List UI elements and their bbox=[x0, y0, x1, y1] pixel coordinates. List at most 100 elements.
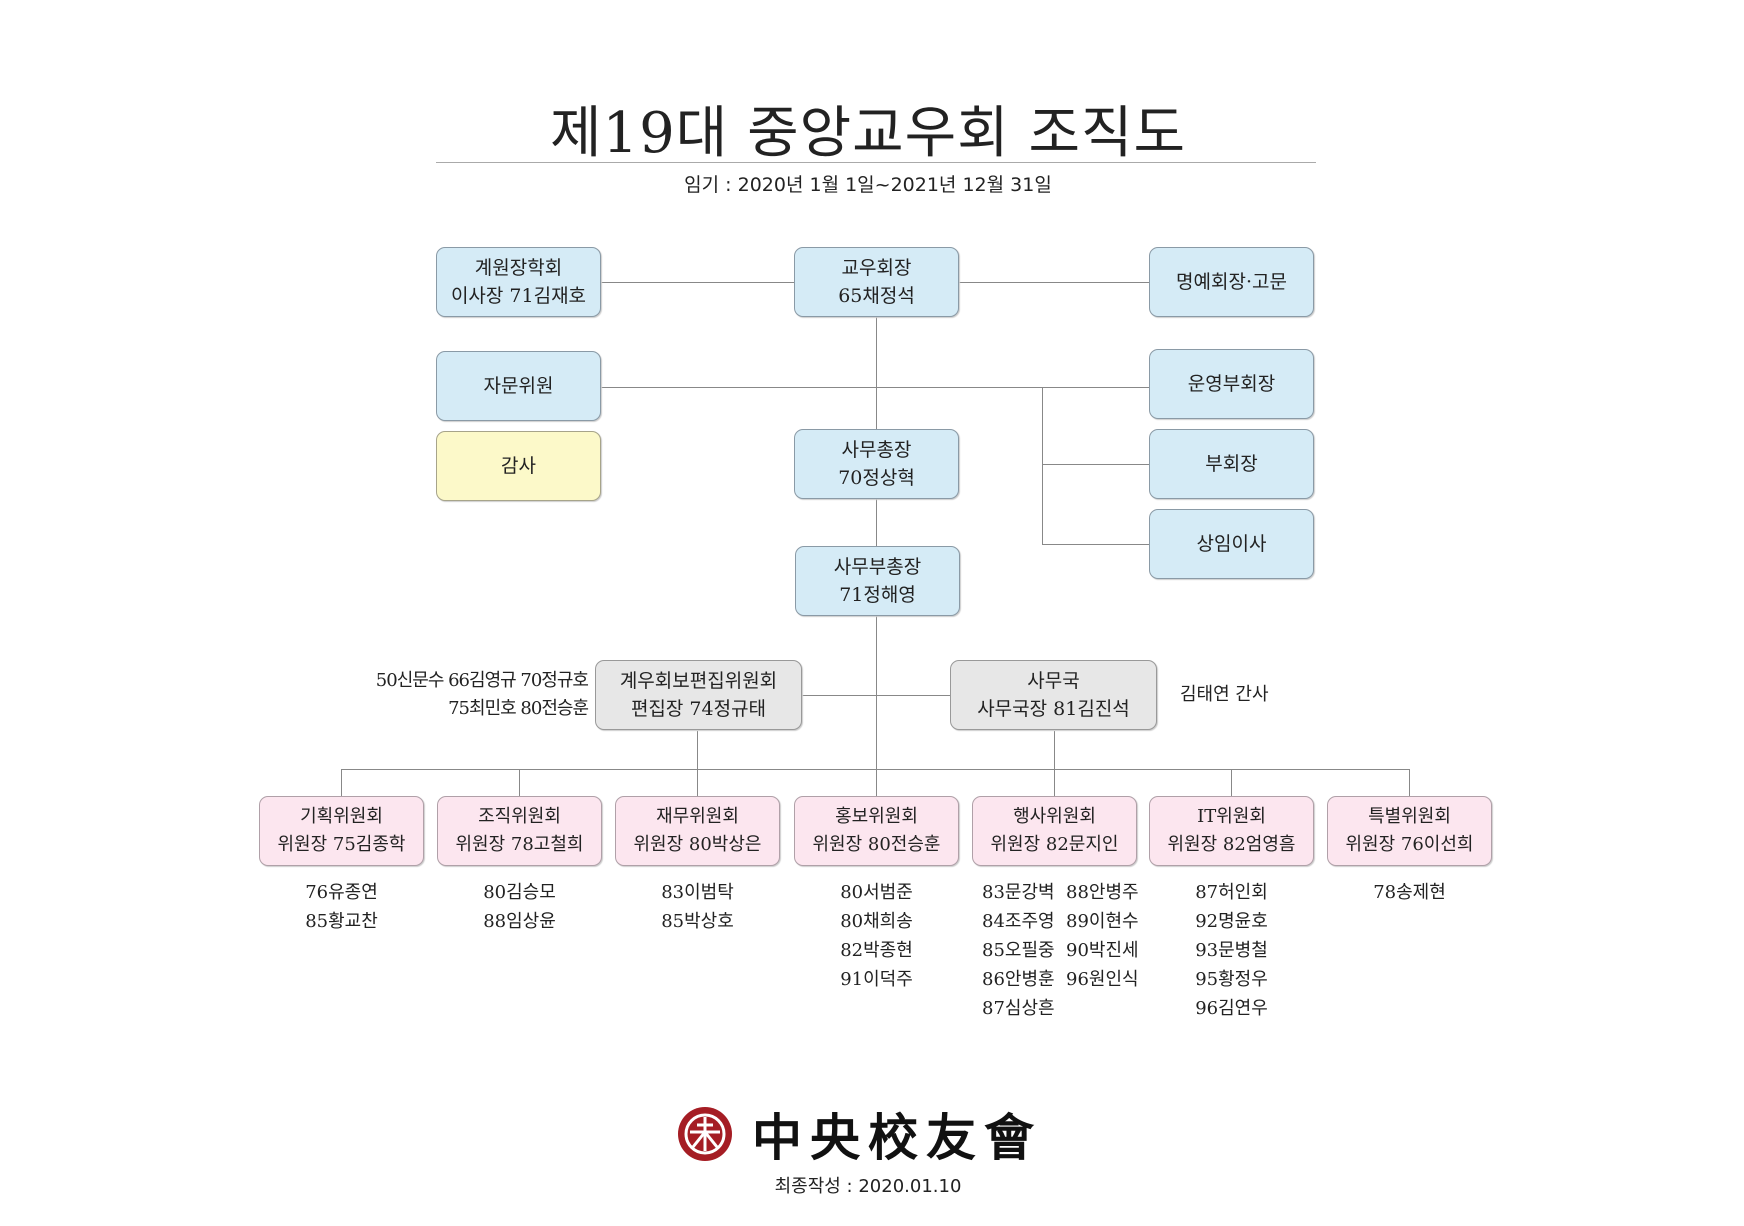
connector bbox=[697, 769, 698, 796]
committee-chair: 위원장 82문지인 bbox=[990, 834, 1119, 855]
connector bbox=[1042, 544, 1149, 545]
box-title: 계우회보편집위원회 bbox=[619, 670, 778, 692]
committee-members: 83이범탁 85박상호 bbox=[595, 878, 800, 936]
connector bbox=[802, 695, 950, 696]
member: 80김승모 bbox=[483, 882, 556, 903]
member: 95황정우 bbox=[1195, 969, 1268, 990]
member: 85박상호 bbox=[661, 911, 734, 932]
scholarship-box: 계원장학회 이사장 71김재호 bbox=[436, 247, 601, 317]
member: 88임상윤 bbox=[483, 911, 556, 932]
term-text: 임기 : 2020년 1월 1일~2021년 12월 31일 bbox=[684, 174, 1052, 196]
member: 87심상흔 bbox=[982, 998, 1055, 1019]
member: 80서범준 bbox=[840, 882, 913, 903]
box-person: 편집장 74정규태 bbox=[630, 698, 767, 720]
page-title: 제19대 중앙교우회 조직도 bbox=[549, 101, 1187, 166]
advisors-box: 자문위원 bbox=[436, 351, 601, 421]
connector bbox=[341, 769, 342, 796]
committee-name: 홍보위원회 bbox=[835, 806, 918, 827]
committee-name: 재무위원회 bbox=[656, 806, 739, 827]
final-date: 최종작성 : 2020.01.10 bbox=[774, 1176, 962, 1197]
member: 93문병철 bbox=[1195, 940, 1268, 961]
member: 85오필중 90박진세 bbox=[982, 940, 1139, 961]
connector bbox=[876, 317, 877, 769]
auditor-box: 감사 bbox=[436, 431, 601, 501]
member: 87허인회 bbox=[1195, 882, 1268, 903]
box-title: 상임이사 bbox=[1196, 533, 1267, 555]
connector bbox=[959, 282, 1149, 283]
newsletter-members: 50신문수 66김영규 70정규호 75최민호 80전승훈 bbox=[330, 667, 589, 723]
connector bbox=[601, 387, 1149, 388]
committee-members: 80김승모 88임상윤 bbox=[417, 878, 622, 936]
member: 80채희송 bbox=[840, 911, 913, 932]
member: 91이덕주 bbox=[840, 969, 913, 990]
member: 50신문수 66김영규 70정규호 bbox=[375, 670, 589, 691]
member: 76유종연 bbox=[305, 882, 378, 903]
member: 83이범탁 bbox=[661, 882, 734, 903]
committee-name: 행사위원회 bbox=[1013, 806, 1096, 827]
connector bbox=[697, 731, 698, 769]
connector bbox=[876, 769, 877, 796]
committee-members: 83문강벽 88안병주 84조주영 89이현수 85오필중 90박진세 86안병훈 9… bbox=[952, 878, 1157, 1023]
committee-chair: 위원장 78고철희 bbox=[455, 834, 584, 855]
committee-name: 특별위원회 bbox=[1368, 806, 1451, 827]
member: 96김연우 bbox=[1195, 998, 1268, 1019]
connector bbox=[1409, 769, 1410, 796]
member: 75최민호 80전승훈 bbox=[448, 698, 589, 719]
committee-chair: 위원장 82엄영흠 bbox=[1167, 834, 1296, 855]
connector bbox=[1042, 464, 1149, 465]
logo: 中央校友會 bbox=[676, 1098, 1042, 1170]
member: 85황교찬 bbox=[305, 911, 378, 932]
committee-chair: 위원장 80전승훈 bbox=[812, 834, 941, 855]
member: 78송제현 bbox=[1373, 882, 1446, 903]
committee-members: 80서범준 80채희송 82박종현 91이덕주 bbox=[774, 878, 979, 994]
box-title: 사무국 bbox=[1027, 670, 1080, 692]
member: 86안병훈 96원인식 bbox=[982, 969, 1139, 990]
committee-chair: 위원장 75김종학 bbox=[277, 834, 406, 855]
member: 83문강벽 88안병주 bbox=[982, 882, 1139, 903]
box-title: 부회장 bbox=[1205, 453, 1258, 475]
vp-ops-box: 운영부회장 bbox=[1149, 349, 1314, 419]
box-title: 교우회장 bbox=[841, 257, 912, 279]
member: 82박종현 bbox=[840, 940, 913, 961]
committee-name: IT위원회 bbox=[1197, 806, 1266, 827]
committee-chair: 위원장 76이선희 bbox=[1345, 834, 1474, 855]
box-person: 사무국장 81김진석 bbox=[977, 698, 1130, 720]
member: 92명윤호 bbox=[1195, 911, 1268, 932]
box-title: 감사 bbox=[501, 455, 536, 477]
connector bbox=[1054, 769, 1055, 796]
committee-members: 76유종연 85황교찬 bbox=[239, 878, 444, 936]
emblem-icon bbox=[678, 1107, 732, 1161]
logo-text: 中央校友會 bbox=[752, 1108, 1042, 1167]
committee-name: 조직위원회 bbox=[478, 806, 561, 827]
connector bbox=[519, 769, 520, 796]
committee-members: 78송제현 bbox=[1307, 878, 1512, 907]
box-title: 사무총장 bbox=[841, 439, 912, 461]
committee-members: 87허인회 92명윤호 93문병철 95황정우 96김연우 bbox=[1129, 878, 1334, 1023]
box-title: 운영부회장 bbox=[1187, 373, 1276, 395]
box-title: 사무부총장 bbox=[833, 556, 922, 578]
box-title: 계원장학회 bbox=[474, 257, 563, 279]
office-staff: 김태연 간사 bbox=[1180, 684, 1269, 705]
office-box: 사무국 사무국장 81김진석 bbox=[950, 660, 1157, 730]
member: 84조주영 89이현수 bbox=[982, 911, 1139, 932]
newsletter-box: 계우회보편집위원회 편집장 74정규태 bbox=[595, 660, 802, 730]
vp-box: 부회장 bbox=[1149, 429, 1314, 499]
committee-name: 기획위원회 bbox=[300, 806, 383, 827]
committee-chair: 위원장 80박상은 bbox=[633, 834, 762, 855]
box-person: 65채정석 bbox=[838, 285, 915, 307]
honorary-box: 명예회장·고문 bbox=[1149, 247, 1314, 317]
connector bbox=[1042, 387, 1043, 545]
connector bbox=[601, 282, 794, 283]
box-title: 명예회장·고문 bbox=[1176, 271, 1287, 293]
connector bbox=[1054, 731, 1055, 769]
deputy-secretary-box: 사무부총장 71정해영 bbox=[795, 546, 960, 616]
connector bbox=[1231, 769, 1232, 796]
president-box: 교우회장 65채정석 bbox=[794, 247, 959, 317]
